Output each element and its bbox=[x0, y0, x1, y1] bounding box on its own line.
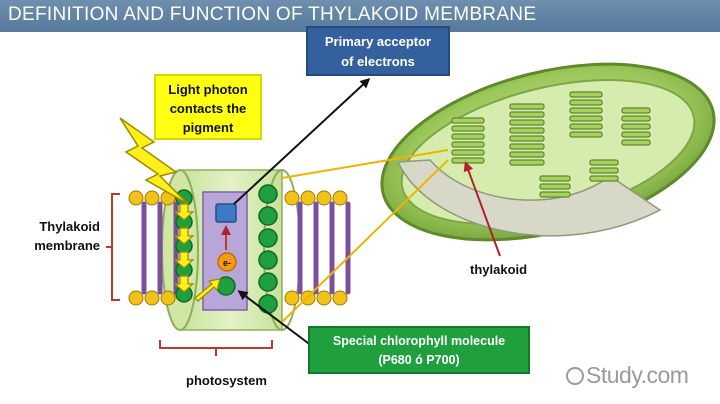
energy-transfer-arrows bbox=[173, 203, 221, 302]
zoom-connector-lines bbox=[281, 149, 449, 323]
special-label-line-2: (P680 ó P700) bbox=[378, 353, 460, 367]
special-chlorophyll-box: Special chlorophyll molecule (P680 ó P70… bbox=[308, 326, 530, 374]
thylakoid-membrane-label: Thylakoid membrane bbox=[18, 217, 100, 255]
light-label-line-2: contacts the bbox=[169, 101, 247, 116]
light-photon-box: Light photon contacts the pigment bbox=[154, 74, 262, 140]
lightning-bolt-icon bbox=[119, 117, 189, 205]
pigment-molecules bbox=[175, 184, 278, 314]
light-label-line-1: Light photon bbox=[168, 82, 248, 97]
study-logo-icon bbox=[566, 367, 584, 385]
acceptor-label-line-2: of electrons bbox=[341, 54, 415, 69]
photosystem-label: photosystem bbox=[186, 373, 267, 388]
electron-label: e- bbox=[223, 258, 231, 268]
membrane-bracket bbox=[106, 193, 120, 301]
slide-title: DEFINITION AND FUNCTION OF THYLAKOID MEM… bbox=[8, 4, 537, 25]
tm-label-line-2: membrane bbox=[34, 238, 100, 253]
tm-label-line-1: Thylakoid bbox=[39, 219, 100, 234]
grana-stacks bbox=[451, 91, 651, 198]
special-label-line-1: Special chlorophyll molecule bbox=[332, 334, 506, 348]
acceptor-label-line-1: Primary acceptor bbox=[324, 34, 432, 49]
watermark-text: Study.com bbox=[586, 362, 689, 388]
watermark: Study.com bbox=[566, 362, 689, 389]
light-label-line-3: pigment bbox=[182, 120, 234, 135]
special-chlorophyll-arrow bbox=[237, 290, 313, 347]
lipid-bilayer-left bbox=[128, 190, 179, 306]
photosystem-bracket bbox=[159, 340, 273, 356]
thylakoid-label: thylakoid bbox=[470, 262, 528, 277]
primary-acceptor-box: Primary acceptor of electrons bbox=[306, 26, 450, 76]
acceptor-arrow bbox=[233, 77, 371, 205]
thylakoid-arrow bbox=[463, 161, 501, 257]
